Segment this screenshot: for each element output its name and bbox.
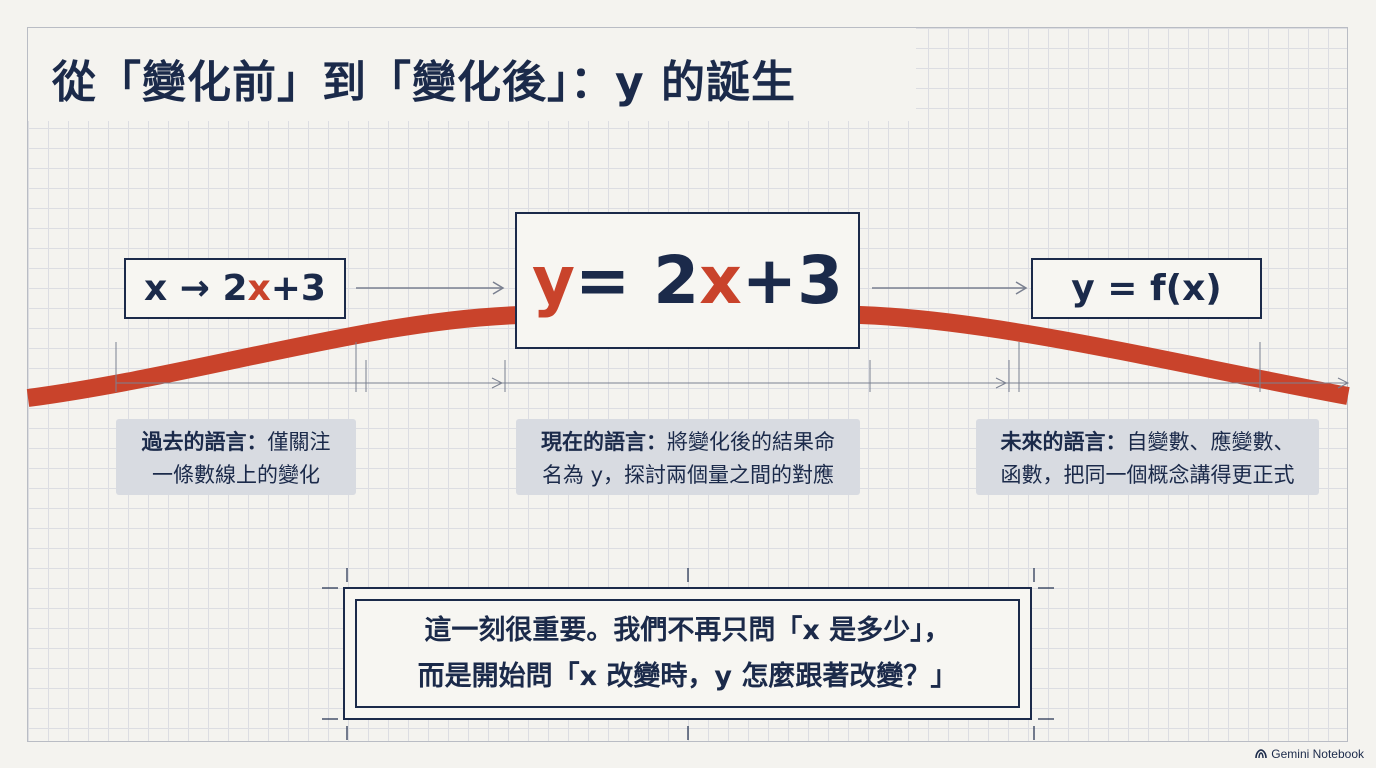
mapping-x-highlight: x (247, 268, 271, 309)
tick-arrowhead-right (995, 377, 1008, 389)
key-insight-note: 這一刻很重要。我們不再只問「x 是多少」， 而是開始問「x 改變時，y 怎麼跟著… (355, 599, 1020, 708)
note-line1: 這一刻很重要。我們不再只問「x 是多少」， (424, 614, 951, 646)
timeline-arrowhead (1337, 377, 1350, 389)
note-frame (343, 587, 1032, 720)
caption-past-line2: 一條數線上的變化 (152, 463, 320, 487)
timeline-ticks (115, 342, 1261, 392)
caption-past-label: 過去的語言： (141, 430, 268, 454)
caption-present-line1: 將變化後的結果命 (667, 430, 835, 454)
page-title: 從「變化前」到「變化後」：y 的誕生 (52, 57, 796, 108)
caption-past-language: 過去的語言：僅關注 一條數線上的變化 (116, 419, 356, 495)
caption-present-language: 現在的語言：將變化後的結果命 名為 y，探討兩個量之間的對應 (516, 419, 860, 495)
footer-brand-label: Gemini Notebook (1271, 747, 1364, 761)
caption-future-line2: 函數，把同一個概念講得更正式 (1000, 463, 1295, 487)
mapping-prefix: x → 2 (144, 268, 248, 309)
gemini-notebook-logo-icon (1255, 749, 1268, 759)
title-backdrop (28, 28, 916, 121)
mapping-suffix: +3 (270, 268, 326, 309)
caption-past-line1: 僅關注 (267, 430, 331, 454)
tick-arrowhead-left (491, 377, 504, 389)
function-notation-text: y = f(x) (1071, 268, 1222, 309)
equation-y-highlight: y (531, 242, 575, 319)
note-crop-marks (322, 568, 1054, 740)
equation-middle: = 2 (575, 242, 700, 319)
caption-present-label: 現在的語言： (541, 430, 667, 454)
footer-brand: Gemini Notebook (1255, 747, 1364, 761)
caption-future-line1: 自變數、應變數、 (1126, 430, 1295, 454)
note-line2: 而是開始問「x 改變時，y 怎麼跟著改變？」 (417, 660, 958, 692)
grid-canvas (27, 27, 1348, 742)
caption-future-label: 未來的語言： (1000, 430, 1127, 454)
caption-present-line2: 名為 y，探討兩個量之間的對應 (541, 463, 835, 487)
box-function-notation: y = f(x) (1031, 258, 1262, 319)
caption-future-language: 未來的語言：自變數、應變數、 函數，把同一個概念講得更正式 (976, 419, 1319, 495)
equation-x-highlight: x (699, 242, 742, 319)
equation-suffix: +3 (741, 242, 844, 319)
